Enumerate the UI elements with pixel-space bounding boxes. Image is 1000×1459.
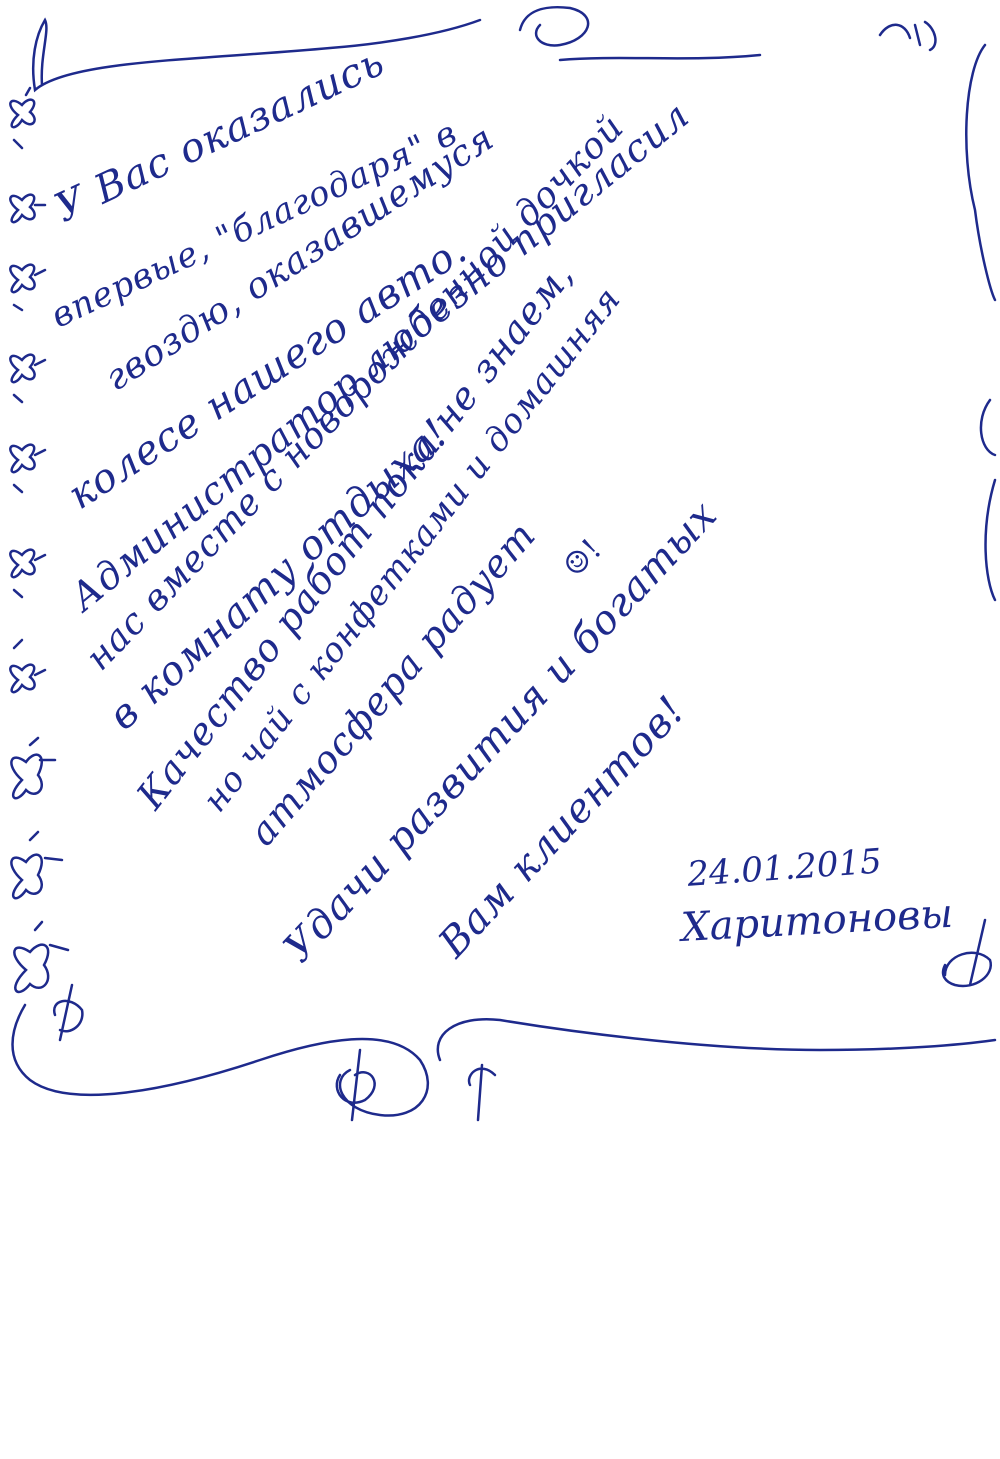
- right-flourish: [979, 398, 997, 602]
- top-right-swirl: [518, 6, 762, 62]
- monogram-2: [467, 1063, 497, 1122]
- monogram-1: [335, 1048, 376, 1122]
- monogram-3: [941, 918, 992, 988]
- monogram-4: [52, 983, 84, 1042]
- top-swirl: [31, 17, 482, 93]
- top-right-scribble: [878, 20, 937, 52]
- bottom-right-swirl: [436, 1017, 997, 1062]
- flower-column: [9, 86, 70, 994]
- bottom-left-swirl: [11, 1003, 430, 1117]
- right-bracket: [965, 43, 997, 302]
